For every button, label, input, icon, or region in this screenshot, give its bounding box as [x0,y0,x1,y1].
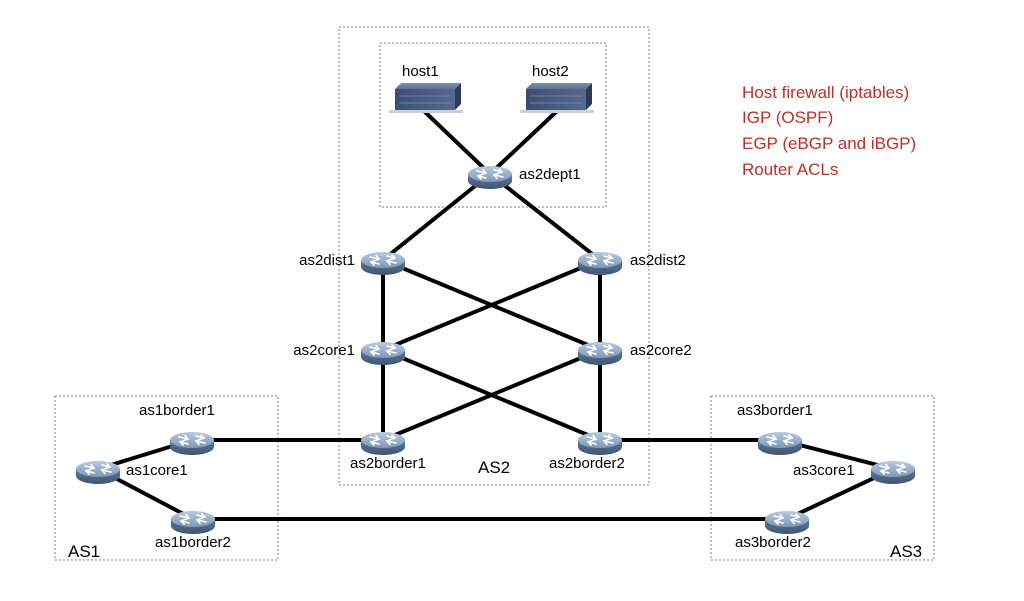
router-icon [757,431,803,456]
link-host1-as2dept1 [423,110,492,176]
link-as2dept1-as2dist1 [381,172,492,262]
node-label-as3core1: as3core1 [793,462,855,479]
router-icon [75,460,121,485]
router-icon [577,431,623,456]
router-icon [467,165,513,190]
as3-boundary-box [710,395,935,561]
node-as2dist1: as2dist1 [299,251,406,276]
legend-item-egp: EGP (eBGP and iBGP) [742,134,916,153]
node-label-as2border1: as2border1 [350,455,426,472]
legend-item-host-firewall: Host firewall (iptables) [742,83,909,102]
link-as2core2-as2border1 [381,348,602,442]
node-as2dist2: as2dist2 [577,251,686,276]
node-label-host2: host2 [532,63,569,80]
node-as1border2: as1border2 [155,510,231,551]
link-as2dept1-as2dist2 [488,172,602,262]
node-label-as2core1: as2core1 [293,342,355,359]
router-icon [577,341,623,366]
node-label-as1border1: as1border1 [139,402,215,419]
legend: Host firewall (iptables) IGP (OSPF) EGP … [742,83,916,179]
router-icon [170,510,216,535]
node-label-as2core2: as2core2 [630,342,692,359]
server-icon [388,82,464,114]
server-icon [519,82,595,114]
node-label-as1border2: as1border2 [155,534,231,551]
legend-item-router-acls: Router ACLs [742,160,838,179]
node-label-as2dist2: as2dist2 [630,252,686,269]
node-as2core1: as2core1 [293,341,406,366]
node-host2: host2 [519,63,595,114]
as1-label: AS1 [68,542,100,561]
node-as1core1: as1core1 [75,460,188,485]
as2-label: AS2 [478,458,510,477]
node-label-as3border2: as3border2 [735,534,811,551]
router-icon [360,251,406,276]
node-label-as3border1: as3border1 [737,402,813,419]
node-as1border1: as1border1 [139,402,215,456]
node-host1: host1 [388,63,464,114]
as2-department-box [379,42,607,208]
router-icon [764,510,810,535]
node-as3border2: as3border2 [735,510,811,551]
as3-label: AS3 [890,542,922,561]
nodes-layer: host1 host2 as2dept1 as2dist1 as2dist2 as2cor… [75,63,916,551]
link-as2dist2-as2core1 [381,258,602,352]
node-label-host1: host1 [402,63,439,80]
legend-item-igp: IGP (OSPF) [742,108,833,127]
node-label-as2dist1: as2dist1 [299,252,355,269]
node-as3core1: as3core1 [793,460,916,485]
router-icon [169,431,215,456]
router-icon [360,341,406,366]
router-icon [577,251,623,276]
node-as2border2: as2border2 [549,431,625,472]
node-as2core2: as2core2 [577,341,692,366]
as1-boundary-box [54,395,279,561]
node-as2dept1: as2dept1 [467,165,581,190]
router-icon [870,460,916,485]
node-label-as2border2: as2border2 [549,455,625,472]
router-icon [360,431,406,456]
node-label-as2dept1: as2dept1 [519,166,581,183]
node-label-as1core1: as1core1 [126,462,188,479]
node-as3border1: as3border1 [737,402,813,456]
node-as2border1: as2border1 [350,431,426,472]
link-host2-as2dept1 [488,110,558,176]
